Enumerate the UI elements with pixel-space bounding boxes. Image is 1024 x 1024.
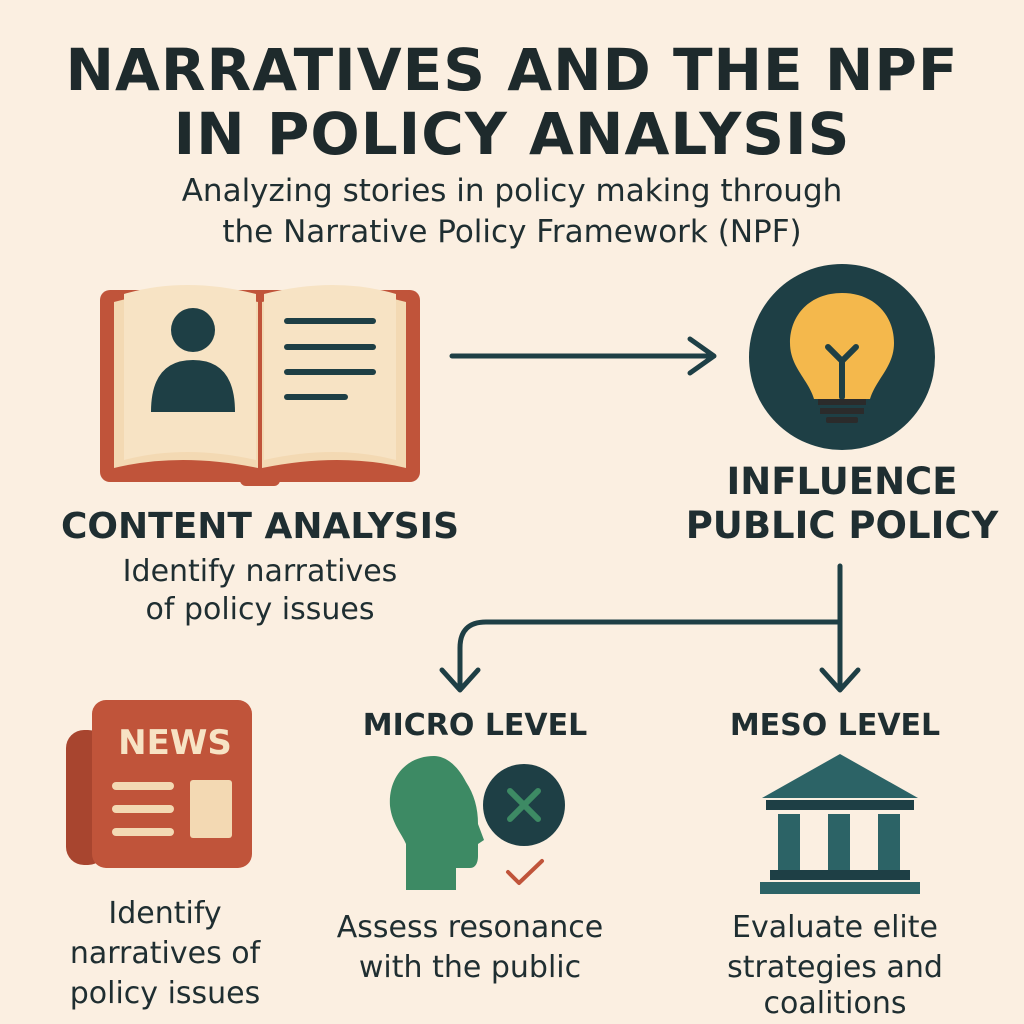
check-icon [506,859,544,885]
page-title-line1: NARRATIVES AND THE NPF [65,36,959,104]
meso-level-heading: MESO LEVEL [729,708,941,743]
meso-desc-line3: coalitions [763,986,907,1021]
arrow-right [449,336,717,376]
lightbulb-icon [749,264,935,450]
content-analysis-heading: CONTENT ANALYSIS [60,506,460,547]
news-desc-line2: narratives of [69,936,261,971]
close-icon [483,764,565,846]
content-analysis-desc-line2: of policy issues [145,592,375,627]
meso-desc-line2: strategies and [727,950,943,985]
branch-arrows [439,563,861,693]
page-subtitle-line2: the Narrative Policy Framework (NPF) [222,214,802,250]
page-subtitle-line1: Analyzing stories in policy making throu… [181,173,843,209]
micro-desc-line1: Assess resonance [336,910,604,945]
page-title-line2: IN POLICY ANALYSIS [173,100,851,168]
news-desc-line1: Identify [108,896,222,931]
newspaper-icon: NEWS [66,700,252,868]
open-book-icon [100,285,420,486]
influence-heading-line1: INFLUENCE [726,460,958,503]
content-analysis-desc-line1: Identify narratives [122,554,398,589]
meso-desc-line1: Evaluate elite [732,910,938,945]
influence-heading-line2: PUBLIC POLICY [685,504,999,547]
head-icon [389,756,484,890]
news-badge: NEWS [118,723,232,763]
news-desc-line3: policy issues [69,976,261,1011]
institution-building-icon [760,754,920,894]
micro-desc-line2: with the public [358,950,582,985]
micro-level-heading: MICRO LEVEL [362,708,588,743]
